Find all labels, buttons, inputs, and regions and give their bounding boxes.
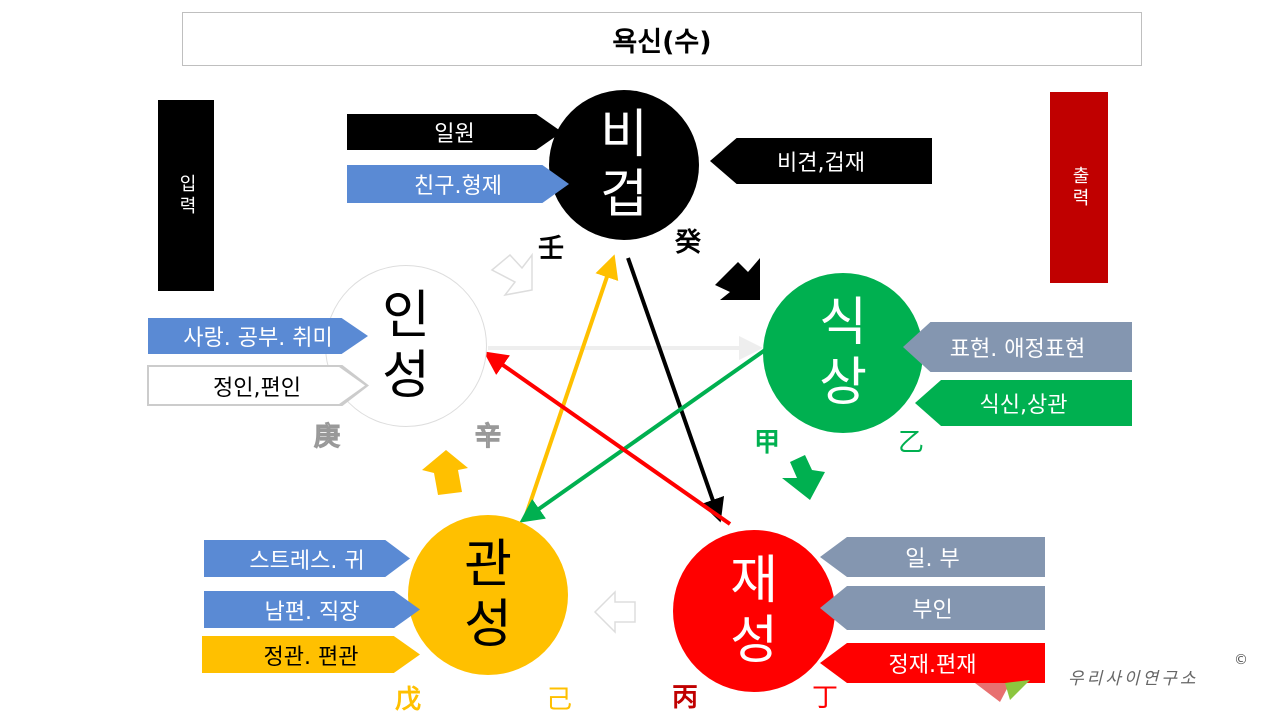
stem-gyeong: 庚 xyxy=(313,422,341,453)
line-jaeseong-inseong xyxy=(483,351,732,526)
tag-chingu: 친구.형제 xyxy=(347,165,569,203)
tag-jeongjae: 정재.편재 xyxy=(820,643,1045,683)
siksang-char-1: 식 xyxy=(819,293,867,353)
stem-byeong: 丙 xyxy=(672,683,699,713)
gwanseong-char-1: 관 xyxy=(464,535,512,595)
line-gwanseong-bigeop xyxy=(523,254,619,519)
tag-ilwon: 일원 xyxy=(347,114,562,150)
bigeop-char-2: 겁 xyxy=(600,165,648,225)
tag-il: 일. 부 xyxy=(820,537,1045,577)
stem-im: 壬 xyxy=(538,234,565,264)
tag-siksin: 식신,상관 xyxy=(915,380,1132,426)
cycle-arrow-yellow xyxy=(422,450,468,495)
page-title: 욕신(수) xyxy=(182,12,1142,66)
tag-jeongin: 정인,편인 xyxy=(149,367,365,404)
jaeseong-char-2: 성 xyxy=(730,611,778,671)
cycle-arrow-green xyxy=(782,455,825,500)
cycle-arrow-white-bottom xyxy=(593,590,636,634)
tag-jeonggwan: 정관. 편관 xyxy=(202,636,420,673)
tag-bigyeon: 비견,겁재 xyxy=(710,138,932,184)
stem-gi: 己 xyxy=(546,685,573,715)
cycle-arrow-black xyxy=(715,258,760,300)
tag-pyohyeon: 표현. 애정표현 xyxy=(903,322,1132,372)
input-label: 입력 xyxy=(158,100,214,291)
line-siksang-gwanseong xyxy=(519,348,767,523)
gwanseong-char-2: 성 xyxy=(464,595,512,655)
copyright-mark: © xyxy=(1234,652,1248,668)
stem-gap: 甲 xyxy=(754,428,781,458)
bigeop-char-1: 비 xyxy=(600,105,648,165)
tag-sarang: 사랑. 공부. 취미 xyxy=(148,318,368,354)
stem-jeong: 丁 xyxy=(812,683,839,713)
stem-mu: 戊 xyxy=(395,685,422,715)
inseong-char-1: 인 xyxy=(382,286,430,346)
jaeseong-char-1: 재 xyxy=(730,551,778,611)
output-label: 출력 xyxy=(1050,92,1108,283)
cycle-arrow-white-top xyxy=(490,252,533,297)
siksang-char-2: 상 xyxy=(819,353,867,413)
tag-nampyeon: 남편. 직장 xyxy=(204,591,420,628)
inseong-char-2: 성 xyxy=(382,346,430,406)
tag-jeongin-border: 정인,편인 xyxy=(147,365,369,406)
stem-gye: 癸 xyxy=(675,228,702,258)
stem-sin: 辛 xyxy=(474,422,502,453)
logo-text: 우리사이연구소 xyxy=(1068,669,1199,689)
line-bigeop-jaeseong xyxy=(626,257,725,523)
tag-stress: 스트레스. 귀 xyxy=(204,540,410,577)
tag-buin: 부인 xyxy=(820,586,1045,630)
stem-eul: 乙 xyxy=(898,428,925,458)
